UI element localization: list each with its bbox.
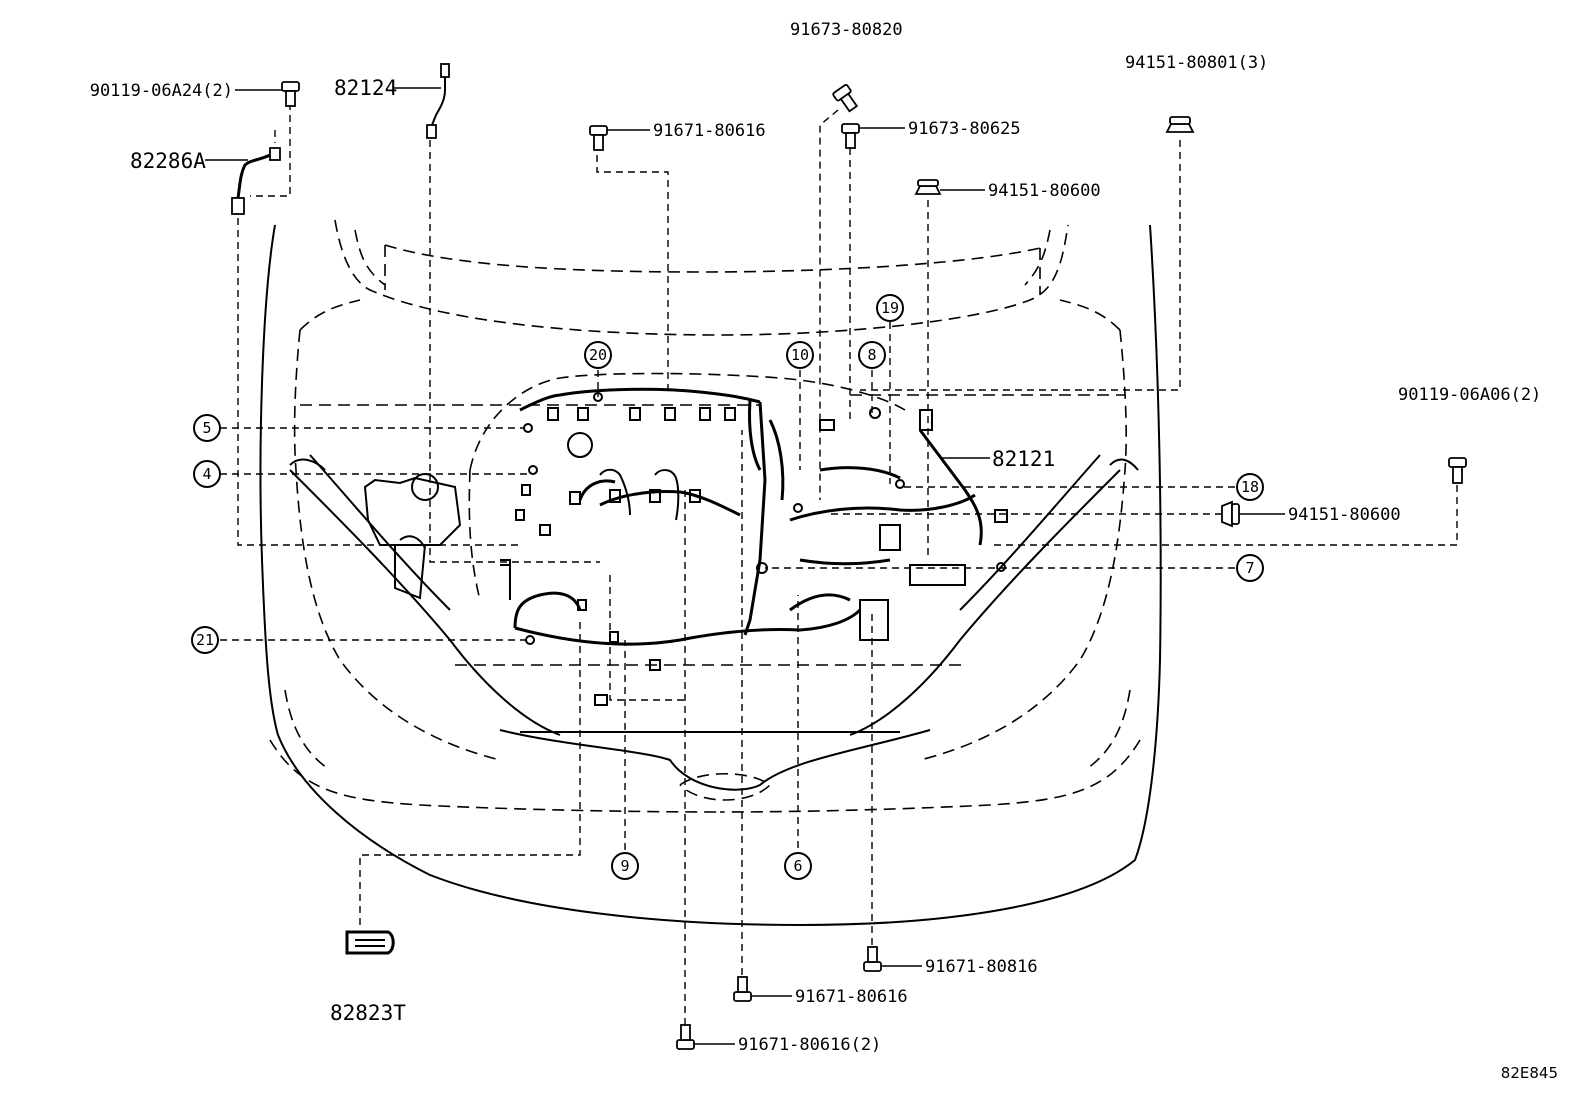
leader-lines bbox=[220, 103, 1458, 1025]
nut-icon bbox=[1221, 500, 1240, 528]
label-82121: 82121 bbox=[992, 447, 1055, 471]
bolt-icon bbox=[841, 123, 860, 149]
svg-text:8: 8 bbox=[867, 346, 876, 364]
nut-icon bbox=[1165, 116, 1195, 133]
screw-icon bbox=[832, 83, 859, 113]
callout-4: 4 bbox=[193, 460, 221, 488]
label-90119-06a24: 90119-06A24(2) bbox=[90, 81, 233, 101]
svg-text:6: 6 bbox=[793, 857, 802, 875]
svg-text:9: 9 bbox=[620, 857, 629, 875]
bolt-icon bbox=[733, 976, 752, 1002]
label-82286a: 82286A bbox=[130, 149, 206, 173]
callouts: 20 10 8 19 5 4 18 7 21 9 6 bbox=[191, 294, 1264, 880]
engine-wire-harness bbox=[363, 387, 1008, 706]
callout-18: 18 bbox=[1236, 473, 1264, 501]
callout-10: 10 bbox=[786, 341, 814, 369]
part-labels: 90119-06A24(2) 82124 82286A 91671-80616 … bbox=[90, 20, 1558, 1082]
label-91671-80616-mid: 91671-80616 bbox=[795, 987, 908, 1007]
label-94151-80600-right: 94151-80600 bbox=[1288, 505, 1401, 525]
svg-text:19: 19 bbox=[881, 299, 899, 317]
svg-text:5: 5 bbox=[202, 419, 211, 437]
bolt-icon bbox=[676, 1024, 695, 1050]
label-82823t: 82823T bbox=[330, 1001, 406, 1025]
bolt-icon bbox=[863, 946, 882, 972]
callout-6: 6 bbox=[784, 852, 812, 880]
bolt-icon bbox=[1448, 457, 1467, 484]
label-91671-80616-bottom: 91671-80616(2) bbox=[738, 1035, 881, 1055]
engine-bay-outline bbox=[259, 219, 1162, 927]
fasteners bbox=[231, 63, 1467, 1050]
callout-9: 9 bbox=[611, 852, 639, 880]
harness-82124-icon bbox=[426, 63, 450, 139]
callout-21: 21 bbox=[191, 626, 219, 654]
bolt-icon bbox=[589, 125, 608, 151]
svg-text:18: 18 bbox=[1241, 478, 1259, 496]
harness-82286a-icon bbox=[231, 147, 281, 215]
bolt-icon bbox=[281, 81, 300, 107]
label-94151-80600-top: 94151-80600 bbox=[988, 181, 1101, 201]
callout-7: 7 bbox=[1236, 554, 1264, 582]
clip-82823t-icon bbox=[345, 930, 395, 955]
svg-text:4: 4 bbox=[202, 465, 211, 483]
svg-text:21: 21 bbox=[196, 631, 214, 649]
callout-8: 8 bbox=[858, 341, 886, 369]
label-91671-80816: 91671-80816 bbox=[925, 957, 1038, 977]
nut-icon bbox=[914, 179, 942, 195]
callout-5: 5 bbox=[193, 414, 221, 442]
svg-text:10: 10 bbox=[791, 346, 809, 364]
label-90119-06a06: 90119-06A06(2) bbox=[1398, 385, 1541, 405]
label-91673-80820: 91673-80820 bbox=[790, 20, 903, 40]
label-91673-80625: 91673-80625 bbox=[908, 119, 1021, 139]
label-leads bbox=[205, 87, 1285, 1045]
label-82124: 82124 bbox=[334, 76, 397, 100]
svg-text:20: 20 bbox=[589, 346, 607, 364]
callout-19: 19 bbox=[876, 294, 904, 322]
illustration-code: 82E845 bbox=[1501, 1064, 1558, 1082]
label-91671-80616-top: 91671-80616 bbox=[653, 121, 766, 141]
svg-text:7: 7 bbox=[1245, 559, 1254, 577]
label-94151-80801: 94151-80801(3) bbox=[1125, 53, 1268, 73]
callout-20: 20 bbox=[584, 341, 612, 369]
